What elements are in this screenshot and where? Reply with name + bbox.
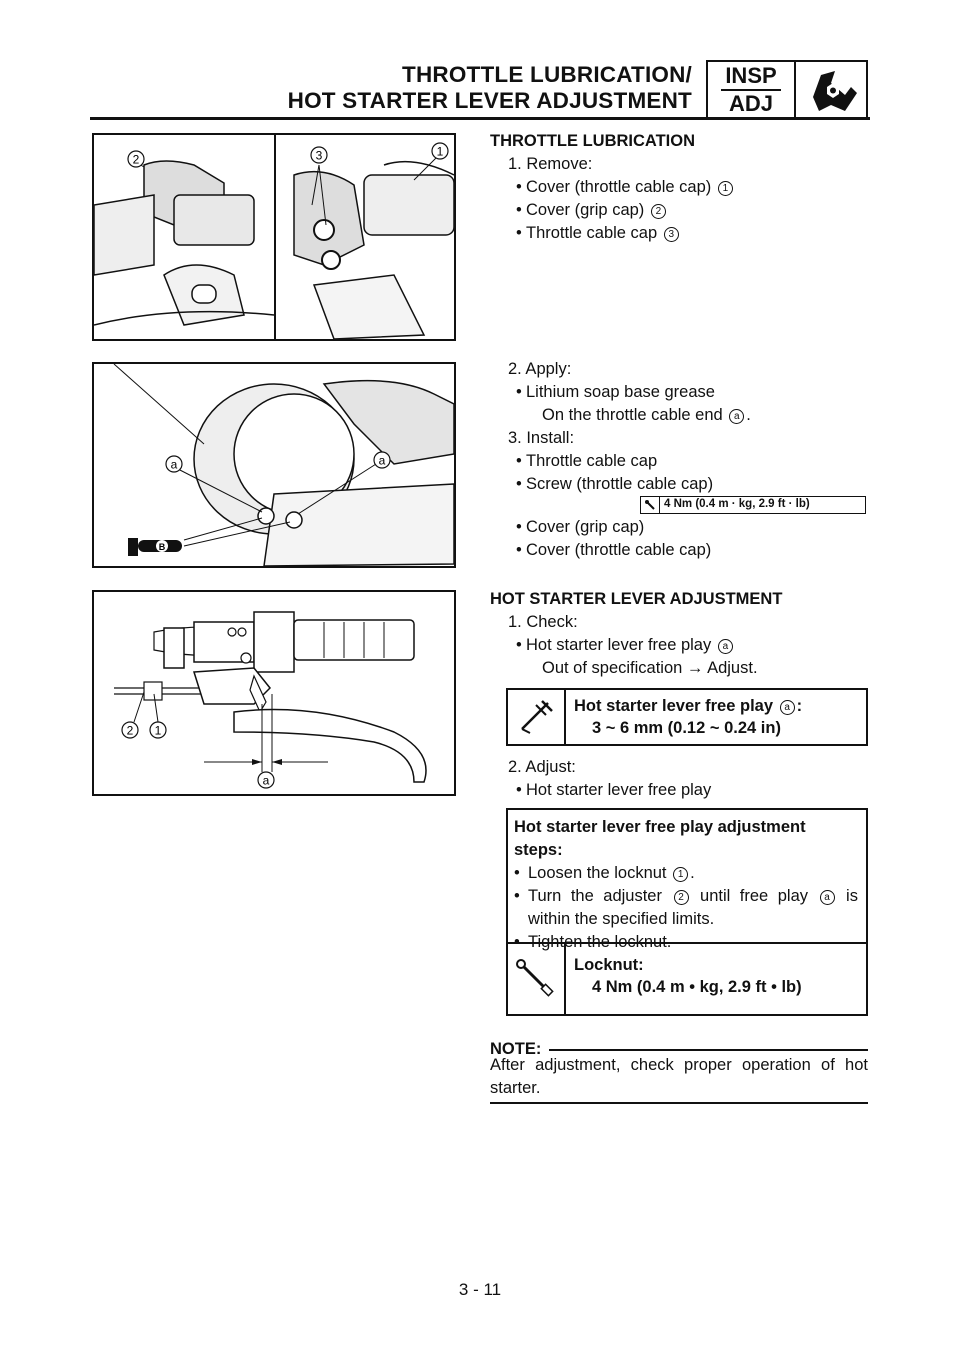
figure-hot-starter-lever: 2 1 a xyxy=(92,590,456,796)
section2-heading: HOT STARTER LEVER ADJUSTMENT xyxy=(490,590,783,608)
ref-a: a xyxy=(729,409,745,424)
step-turn: Turn the adjuster 2 until free play a is… xyxy=(514,885,858,931)
free-play-spec-box: Hot starter lever free play a: 3 ~ 6 mm … xyxy=(506,688,868,746)
step-tighten: Tighten the locknut. xyxy=(514,931,858,954)
fig1-label-1: 1 xyxy=(437,145,444,159)
check-item: Hot starter lever free play a xyxy=(490,634,868,657)
section-hot-starter: HOT STARTER LEVER ADJUSTMENT 1. Check: H… xyxy=(490,588,868,680)
spec-value: 3 ~ 6 mm (0.12 ~ 0.24 in) xyxy=(592,719,781,737)
steps-title: Hot starter lever free play adjustment s… xyxy=(514,818,806,859)
ref-1: 1 xyxy=(673,867,689,882)
note-rule xyxy=(549,1048,868,1051)
note-label: NOTE: xyxy=(490,1040,542,1058)
remove-item-2: Cover (grip cap) 2 xyxy=(490,199,868,222)
badge-top: INSP xyxy=(725,63,777,88)
ref-2: 2 xyxy=(650,204,666,219)
adjustment-steps-box: Hot starter lever free play adjustment s… xyxy=(506,808,868,1016)
section2-adjust: 2. Adjust: Hot starter lever free play xyxy=(490,756,868,802)
ref-3: 3 xyxy=(663,227,679,242)
title-line-1: THROTTLE LUBRICATION/ xyxy=(402,62,692,87)
section-badge: INSP ADJ xyxy=(706,60,868,120)
badge-divider xyxy=(721,89,781,91)
check-item-cont: Out of specification → Adjust. xyxy=(542,659,758,677)
section1-apply-install: 2. Apply: Lithium soap base grease On th… xyxy=(490,358,868,496)
install-item-3: Cover (grip cap) xyxy=(490,516,868,539)
locknut-value: 4 Nm (0.4 m • kg, 2.9 ft • lb) xyxy=(592,978,802,996)
apply-item: Lithium soap base grease xyxy=(490,381,868,404)
figure-apply-grease: a a B xyxy=(92,362,456,568)
install-item-4: Cover (throttle cable cap) xyxy=(490,539,868,562)
page-number: 3 - 11 xyxy=(458,1280,502,1299)
fig1-label-2: 2 xyxy=(133,153,140,167)
section1-step1: 1. Remove: xyxy=(508,155,593,173)
remove-item-3: Throttle cable cap 3 xyxy=(490,222,868,245)
section2-step2: 2. Adjust: xyxy=(508,758,576,776)
fig2-label-a-right: a xyxy=(379,454,386,468)
page-title: THROTTLE LUBRICATION/ HOT STARTER LEVER … xyxy=(288,62,692,114)
section-throttle-lubrication: THROTTLE LUBRICATION 1. Remove: Cover (t… xyxy=(490,130,868,245)
section1-step2: 2. Apply: xyxy=(508,360,572,378)
apply-item-cont: On the throttle cable end a. xyxy=(542,406,751,424)
figure-remove-covers: 2 3 1 xyxy=(92,133,456,341)
torque-value: 4 Nm (0.4 m · kg, 2.9 ft · lb) xyxy=(664,498,810,510)
locknut-label: Locknut: xyxy=(574,956,644,974)
spec-label: Hot starter lever free play a: xyxy=(574,697,803,715)
section2-step1: 1. Check: xyxy=(508,613,578,631)
badge-bottom: ADJ xyxy=(728,91,773,116)
adjust-item: Hot starter lever free play xyxy=(490,779,868,802)
install-item-1: Throttle cable cap xyxy=(490,450,868,473)
fig2-label-a-left: a xyxy=(171,458,178,472)
ref-a: a xyxy=(779,700,795,715)
section1-install-more: Cover (grip cap) Cover (throttle cable c… xyxy=(490,516,868,562)
ref-1: 1 xyxy=(717,181,733,196)
install-item-2: Screw (throttle cable cap) xyxy=(490,473,868,496)
title-line-2: HOT STARTER LEVER ADJUSTMENT xyxy=(287,88,692,113)
badge-text: INSP ADJ xyxy=(708,62,796,118)
note-end-rule xyxy=(490,1102,868,1104)
section1-step3: 3. Install: xyxy=(508,429,575,447)
wrench-hex-icon xyxy=(796,62,866,118)
fig3-label-1: 1 xyxy=(155,724,162,738)
fig1-label-3: 3 xyxy=(316,149,323,163)
grease-gun-icon: B xyxy=(128,538,182,556)
torque-spec-box: 4 Nm (0.4 m · kg, 2.9 ft · lb) xyxy=(640,496,866,514)
remove-item-1: Cover (throttle cable cap) 1 xyxy=(490,176,868,199)
section1-heading: THROTTLE LUBRICATION xyxy=(490,132,696,150)
fig3-label-a: a xyxy=(263,774,270,788)
fig3-label-2: 2 xyxy=(127,724,134,738)
header-rule xyxy=(90,117,870,120)
ref-a: a xyxy=(819,890,835,905)
note-header: NOTE: xyxy=(490,1040,868,1059)
step-loosen: Loosen the locknut 1. xyxy=(514,862,858,885)
grease-mark: B xyxy=(159,542,166,552)
ref-2: 2 xyxy=(673,890,689,905)
caliper-icon xyxy=(508,690,566,744)
ref-a: a xyxy=(717,639,733,654)
note-text: After adjustment, check proper operation… xyxy=(490,1056,868,1097)
torque-wrench-icon xyxy=(641,497,660,513)
torque-wrench-icon xyxy=(508,944,566,1014)
